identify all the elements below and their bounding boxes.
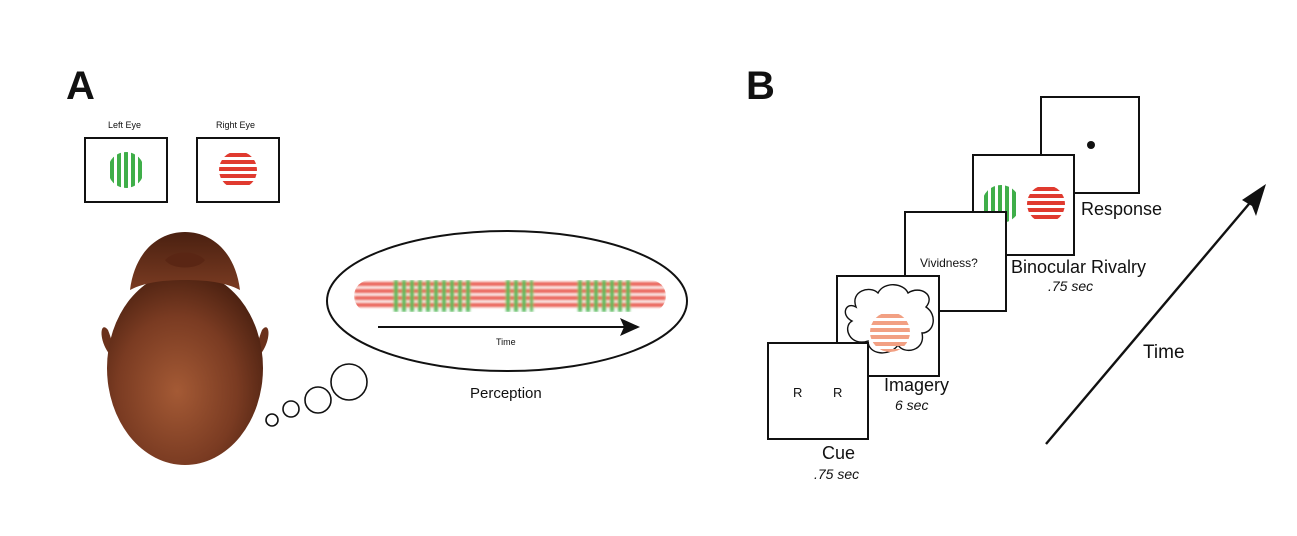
rivalry-label: Binocular Rivalry	[1011, 257, 1147, 277]
imagery-screen	[836, 275, 940, 377]
fixation-dot	[1087, 141, 1095, 149]
response-label: Response	[1081, 199, 1163, 219]
rivalry-duration: .75 sec	[1048, 278, 1094, 294]
rivalry-gratings-icon	[984, 185, 1065, 223]
thought-bubbles-icon	[265, 363, 368, 427]
cue-letter-right: R	[833, 385, 843, 400]
perception-thought-cloud	[326, 230, 688, 372]
mixed-grating-strip	[354, 280, 666, 312]
green-vertical-grating-icon	[108, 152, 144, 188]
perception-label: Perception	[470, 385, 542, 402]
right-eye-box	[196, 137, 280, 203]
right-eye-label: Right Eye	[216, 120, 256, 130]
left-eye-label: Left Eye	[108, 120, 142, 130]
time-label-b: Time	[1143, 342, 1185, 363]
time-label-a: Time	[496, 337, 516, 347]
cue-label: Cue	[822, 443, 856, 463]
red-horizontal-grating-icon	[219, 153, 257, 185]
cue-screen: R R	[767, 342, 869, 440]
panel-a-letter: A	[66, 64, 95, 108]
vividness-prompt: Vividness?	[920, 256, 978, 270]
cue-duration: .75 sec	[814, 466, 860, 482]
left-eye-box	[84, 137, 168, 203]
time-arrow-icon	[1045, 184, 1266, 445]
imagery-cloud-icon	[844, 284, 934, 354]
imagery-label: Imagery	[884, 375, 950, 395]
cue-letter-left: R	[793, 385, 803, 400]
head-top-view-icon	[101, 232, 269, 465]
panel-b-letter: B	[746, 64, 775, 108]
imagery-duration: 6 sec	[895, 397, 929, 413]
